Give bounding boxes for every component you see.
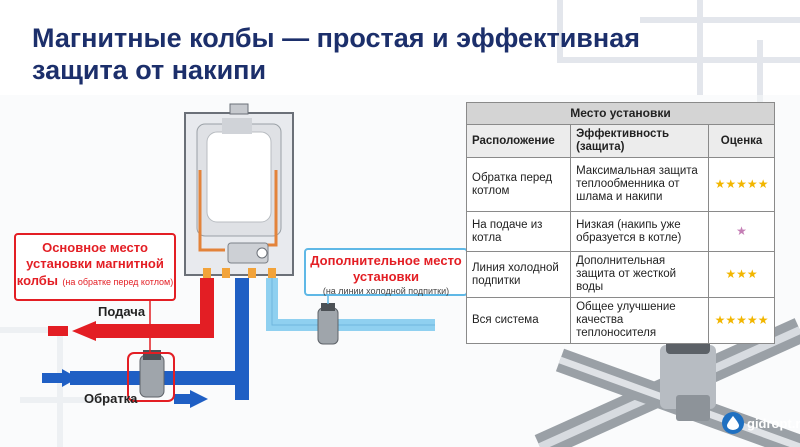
table-caption: Место установки <box>466 102 775 125</box>
table-row: На подаче из котла Низкая (накипь уже об… <box>465 211 775 252</box>
drop-icon <box>722 412 744 434</box>
star-icon: ★ <box>736 177 747 191</box>
supply-label: Подача <box>98 304 146 319</box>
header-effect: Эффективность (защита) <box>570 124 710 158</box>
table-row: Вся система Общее улучшение качества теп… <box>465 297 775 344</box>
row-effect: Максимальная защита теплообменника от шл… <box>570 157 710 212</box>
row-rating: ★★★ <box>708 251 775 298</box>
magnetic-filter-return <box>127 350 175 402</box>
row-rating: ★ <box>708 211 775 252</box>
star-icon: ★ <box>757 313 769 327</box>
star-icon: ★ <box>736 267 747 281</box>
main-location-title: Основное место установки магнитной <box>26 240 164 271</box>
page-title: Магнитные колбы — простая и эффективная … <box>32 22 732 86</box>
extra-location-callout: Дополнительное место установки (на линии… <box>304 248 468 296</box>
star-icon: ★ <box>746 313 758 327</box>
row-location: Линия холодной подпитки <box>465 251 572 298</box>
extra-location-title: Дополнительное место установки <box>310 253 462 284</box>
star-icon: ★ <box>746 267 758 281</box>
magnetic-filter-feed <box>317 303 339 345</box>
supply-pipe <box>96 278 214 338</box>
installation-table: Место установки Расположение Эффективнос… <box>465 102 775 344</box>
star-icon: ★ <box>714 177 726 191</box>
return-arrow-in <box>190 390 208 408</box>
main-location-note: (на обратке перед котлом) <box>62 277 174 287</box>
heat-exchanger <box>206 131 272 223</box>
boiler-diagram <box>42 103 435 408</box>
row-rating: ★★★★★ <box>708 157 775 212</box>
table-row: Линия холодной подпитки Дополнительная з… <box>465 251 775 298</box>
gidropt-logo: gidropt.ru <box>722 412 800 434</box>
header-location: Расположение <box>465 124 572 158</box>
main-location-callout: Основное место установки магнитной колбы… <box>14 233 176 301</box>
row-effect: Низкая (накипь уже образуется в котле) <box>570 211 710 252</box>
row-location: Вся система <box>465 297 572 344</box>
logo-text: gidropt.ru <box>747 415 800 431</box>
star-icon: ★ <box>757 177 769 191</box>
return-arrow-right <box>62 369 78 387</box>
page-title-line-2: защита от накипи <box>32 55 267 85</box>
main-location-title-end: колбы <box>16 273 58 288</box>
page-title-line-1: Магнитные колбы — простая и эффективная <box>32 23 640 53</box>
row-effect: Общее улучшение качества теплоносителя <box>570 297 710 344</box>
star-icon: ★ <box>714 313 726 327</box>
extra-location-note: (на линии холодной подпитки) <box>322 286 450 296</box>
star-icon: ★ <box>725 267 737 281</box>
cold-feed-pipe <box>266 278 435 331</box>
row-rating: ★★★★★ <box>708 297 775 344</box>
star-icon: ★ <box>725 313 737 327</box>
row-location: Обратка перед котлом <box>465 157 572 212</box>
return-label: Обратка <box>84 391 138 406</box>
row-effect: Дополнительная защита от жесткой воды <box>570 251 710 298</box>
star-icon: ★ <box>725 177 737 191</box>
supply-arrow <box>72 321 96 341</box>
photo-pipes <box>534 318 800 447</box>
star-icon: ★ <box>736 313 747 327</box>
row-location: На подаче из котла <box>465 211 572 252</box>
star-icon: ★ <box>746 177 758 191</box>
star-icon: ★ <box>736 224 747 238</box>
header-rating: Оценка <box>708 124 775 158</box>
control-panel <box>227 242 269 264</box>
table-row: Обратка перед котлом Максимальная защита… <box>465 157 775 212</box>
